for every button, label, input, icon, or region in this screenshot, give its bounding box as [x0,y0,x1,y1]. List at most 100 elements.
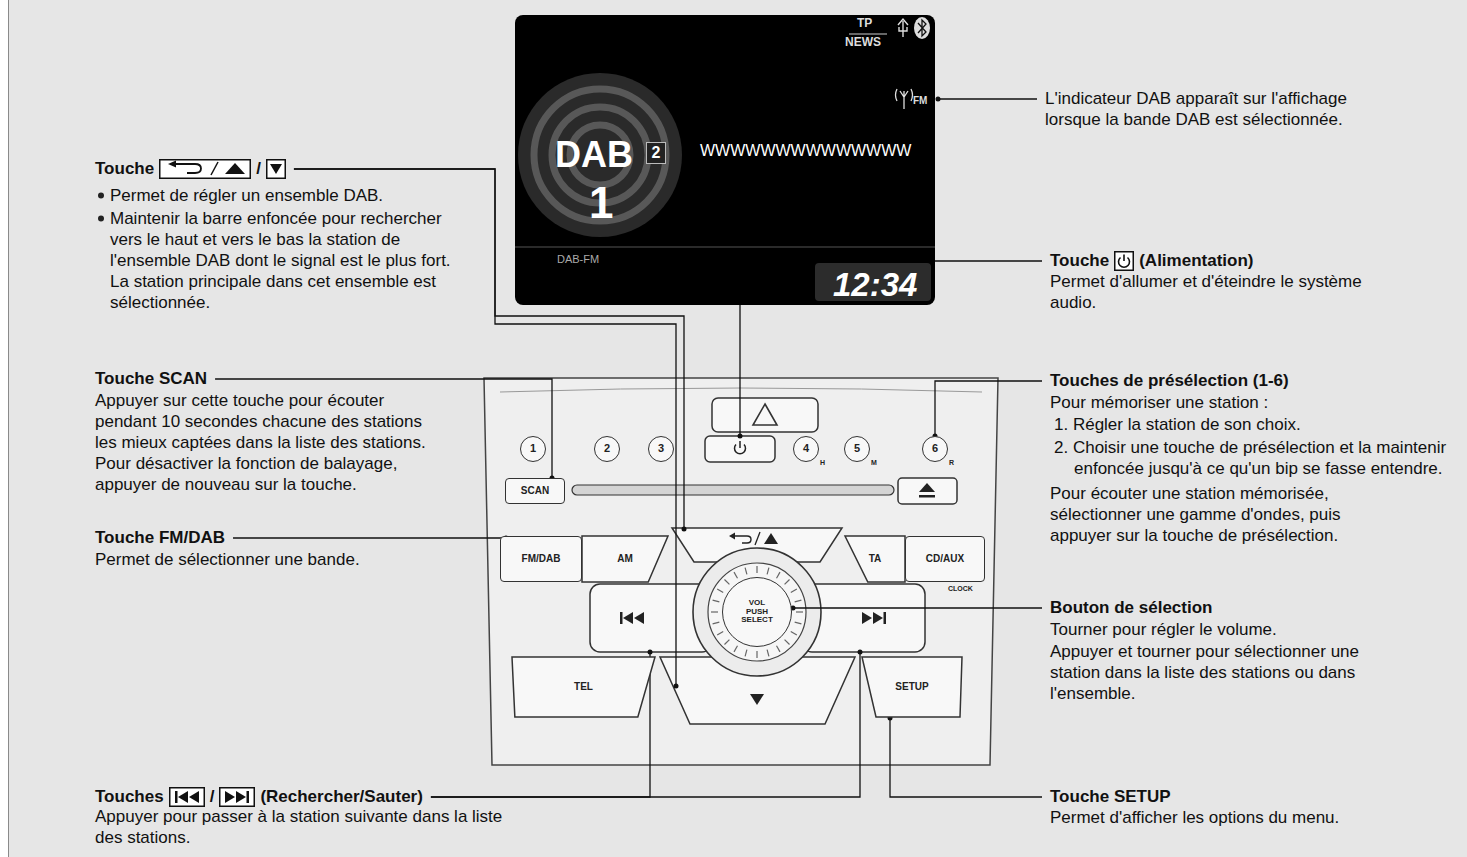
button-label: TEL [574,681,593,693]
knob-tick [785,640,790,645]
screen-text: TP [857,17,872,30]
seek-back-symbol [634,612,644,624]
key-icon [219,787,255,807]
knob-tick [785,579,790,584]
screen-text: WWWWWWWWWWWWWW [700,142,911,160]
knob-tick [717,632,723,636]
panel-button: CD/AUX [905,536,985,582]
key-icon [169,787,205,807]
key-icon [175,791,178,803]
knob-tick [791,589,797,593]
key-icon [270,164,282,174]
leader-line [431,652,860,797]
callout-text: Maintenir la barre enfoncée pour recherc… [110,208,460,313]
button-outline [512,657,655,717]
power-symbol [739,441,741,448]
key-icon [1115,251,1134,270]
callout-heading: Touche [95,158,154,179]
tp-rule [849,34,887,35]
up-symbol [764,533,778,544]
callout-heading: (Alimentation) [1139,250,1253,271]
knob-tick [745,568,747,575]
hazard-symbol [753,404,777,425]
knob-tick [767,568,769,575]
knob-tick [713,600,720,602]
key-icon [159,159,251,179]
callout-text: Permet de sélectionner une bande. [95,549,360,570]
panel-button: 5 [844,436,870,462]
button-label: CD/AUX [926,553,964,565]
knob-tick [724,640,729,645]
button-label: SCAN [521,485,549,497]
key-icon [266,159,286,179]
key-icon [211,162,218,175]
button-label: FM/DAB [522,553,561,565]
screen-text: 2 [646,142,666,164]
key-icon [168,160,176,167]
down-symbol [750,694,764,705]
knob-tick [791,632,797,636]
eject-symbol [919,495,935,498]
panel-button: 1 [520,436,546,462]
seek-next-symbol [862,612,872,624]
leader-line [890,718,1042,797]
knob-tick [734,572,738,578]
panel-button: TA [845,536,905,582]
key-icon [1114,251,1134,271]
margin-rule [8,0,9,857]
back-symbol [755,532,760,545]
button-label: SETUP [895,681,928,693]
callout-heading: / [256,158,261,179]
key-icon [247,791,250,803]
key-icon [175,164,201,173]
panel-button: 6 [922,436,948,462]
callout-heading-row: Touche / [95,158,286,179]
knob-tick [713,622,720,624]
key-icon [189,791,199,803]
knob-ring [693,548,821,676]
button-outline [862,657,962,717]
back-symbol [729,533,735,540]
seek-next-symbol [873,612,883,624]
knob-tick [795,622,802,624]
bullet [98,193,104,199]
knob-tick [767,650,769,657]
knob-tick [796,611,803,612]
knob-tick [756,566,757,573]
select-knob: VOL PUSH SELECT [722,577,792,647]
callout-text: R [949,459,954,467]
panel-button: SETUP [862,657,962,717]
panel-edge [500,388,982,392]
back-symbol [734,536,751,543]
key-icon [220,787,255,806]
panel-button: 4 [793,436,819,462]
callout-text: Permet d'allumer et d'éteindre le systèm… [1050,271,1368,313]
callout-text: H [820,459,825,467]
screen-text: FM [913,95,927,106]
leader-dot [858,650,863,655]
key-icon [267,159,286,178]
leader-line [938,98,1037,99]
knob-body [708,563,806,661]
callout-text: L'indicateur DAB apparaît sur l'affichag… [1045,88,1355,130]
callout-heading: Touche SETUP [1050,786,1171,807]
knob-tick [777,646,781,652]
knob-tick [717,589,723,593]
callout-text: CLOCK [948,585,973,593]
callout-text: Tourner pour régler le volume. [1050,619,1277,640]
callout-text: Permet de régler un ensemble DAB. [110,185,383,206]
knob-tick [756,651,757,658]
leader-line [233,537,506,538]
panel-housing [484,378,998,765]
bullet [98,216,104,222]
seek-back-symbol [623,612,633,624]
key-icon [178,791,188,803]
callout-heading: (Rechercher/Sauter) [260,786,423,807]
knob-tick [711,611,718,612]
usb-icon [898,19,908,37]
knob-ticks [711,566,803,658]
screen-text: 12:34 [833,267,917,303]
button-outline [582,536,668,582]
button-label: 4 [803,442,809,455]
callout-heading: Touches de présélection (1-6) [1050,370,1289,391]
